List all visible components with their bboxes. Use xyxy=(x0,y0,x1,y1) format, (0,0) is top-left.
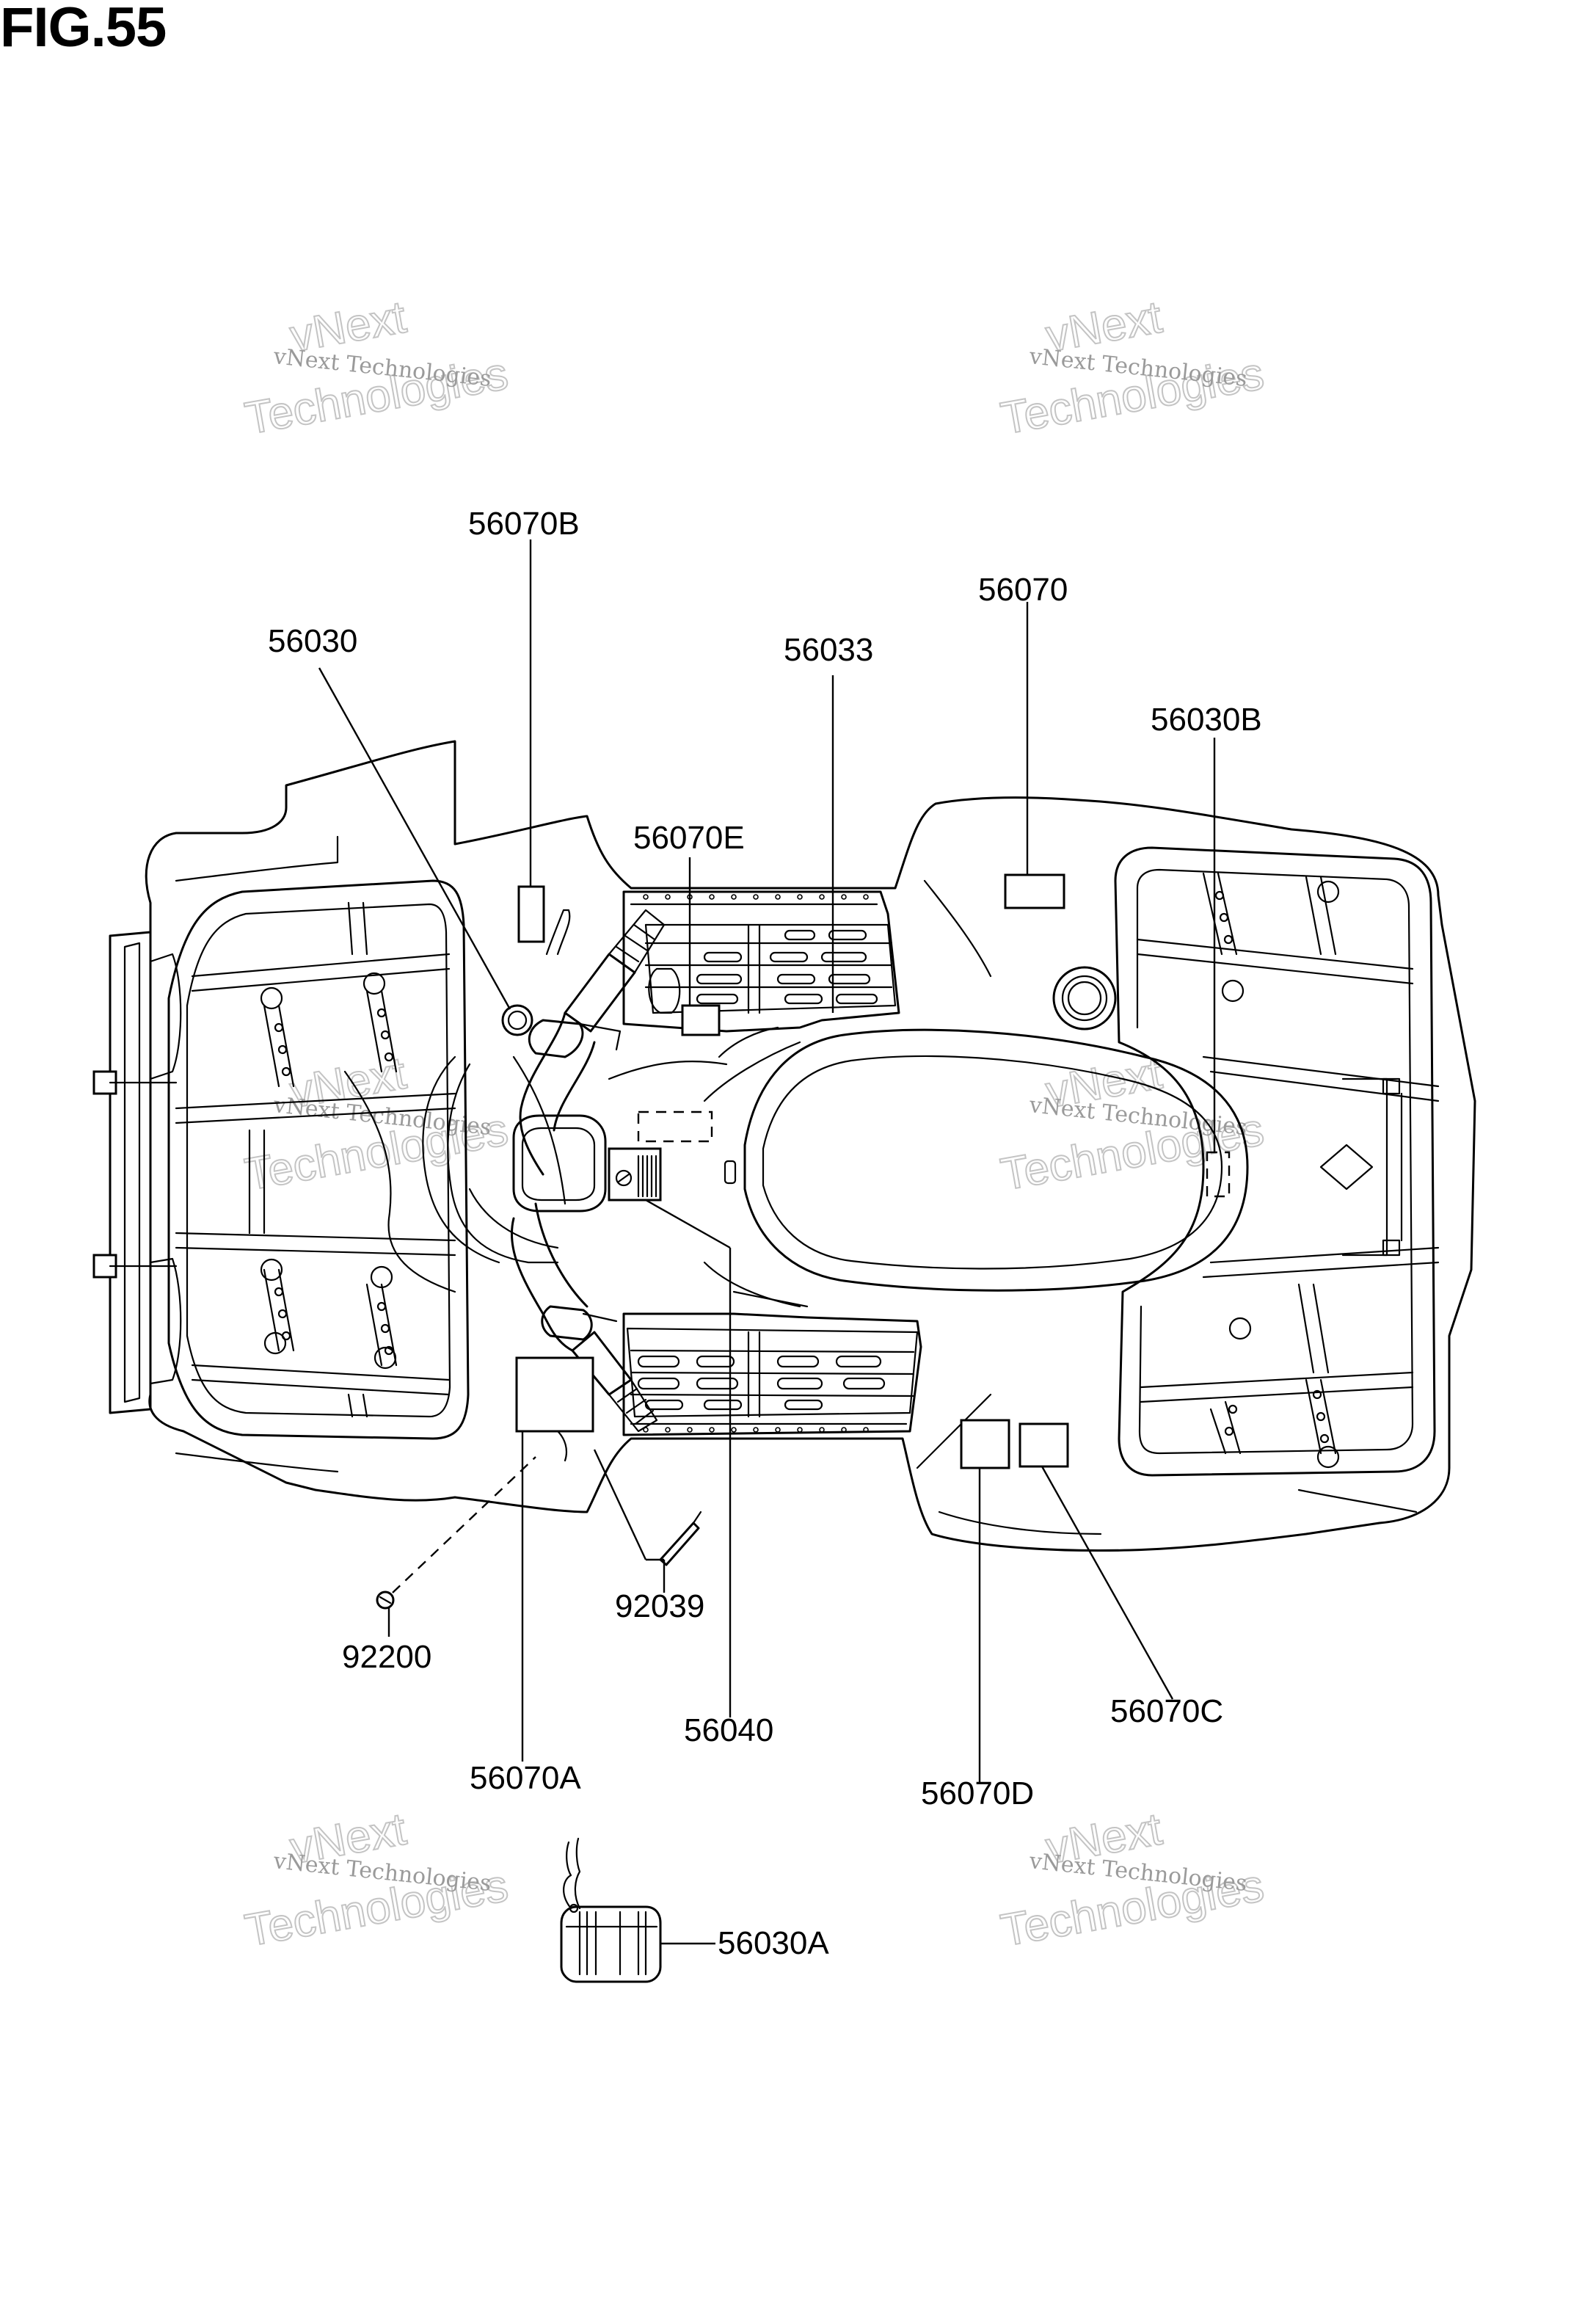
label-56030B xyxy=(1206,1151,1231,1198)
rear-rack xyxy=(1114,846,1440,1477)
callout-56070A: 56070A xyxy=(470,1760,581,1796)
leader-56040-a xyxy=(645,1199,731,1249)
callout-56030A: 56030A xyxy=(718,1925,829,1961)
callout-56040: 56040 xyxy=(684,1712,773,1748)
instrument-pod xyxy=(512,1114,607,1213)
leader-92200-dashed xyxy=(392,1456,536,1593)
leader-56070C xyxy=(1041,1466,1174,1700)
callout-56070B: 56070B xyxy=(468,506,580,542)
callout-56070D: 56070D xyxy=(921,1775,1034,1811)
label-56070D xyxy=(960,1419,1010,1469)
front-bumper xyxy=(109,931,152,1414)
label-56070 xyxy=(1004,873,1065,909)
body-outline xyxy=(145,740,1476,1552)
callout-92200: 92200 xyxy=(342,1639,431,1675)
label-56040 xyxy=(608,1147,662,1202)
atv-body xyxy=(92,740,1476,1552)
front-rack xyxy=(167,879,470,1440)
hidden-label-outline xyxy=(637,1110,713,1143)
callout-56033: 56033 xyxy=(784,632,873,668)
part-92200-screw xyxy=(376,1591,395,1610)
figure-title: FIG.55 xyxy=(0,0,167,59)
leader-lines xyxy=(318,539,1216,1945)
label-56070B xyxy=(517,885,545,943)
label-56070E xyxy=(681,1004,721,1036)
cap-56030 xyxy=(501,1004,533,1036)
seat xyxy=(743,1028,1249,1292)
callout-56070C: 56070C xyxy=(1110,1693,1223,1729)
handlebar xyxy=(510,909,666,1433)
footrest-right xyxy=(622,890,900,1036)
label-56070C xyxy=(1019,1422,1069,1468)
callout-56030: 56030 xyxy=(268,623,357,659)
callout-labels: 56070B 56030 56033 56070 56030B 56070E 9… xyxy=(268,506,1262,1961)
callout-92039: 92039 xyxy=(615,1588,704,1624)
label-56070A xyxy=(515,1356,594,1433)
callout-56070: 56070 xyxy=(978,572,1068,608)
footrest-left xyxy=(622,1312,922,1436)
fuel-cap xyxy=(1052,966,1117,1030)
callout-56070E: 56070E xyxy=(633,820,745,856)
leader-92039-a xyxy=(593,1449,647,1560)
part-92039-clip xyxy=(659,1511,702,1566)
callout-56030B: 56030B xyxy=(1151,702,1262,738)
part-56030A-tag xyxy=(560,1837,662,1983)
leader-56030 xyxy=(318,667,511,1010)
